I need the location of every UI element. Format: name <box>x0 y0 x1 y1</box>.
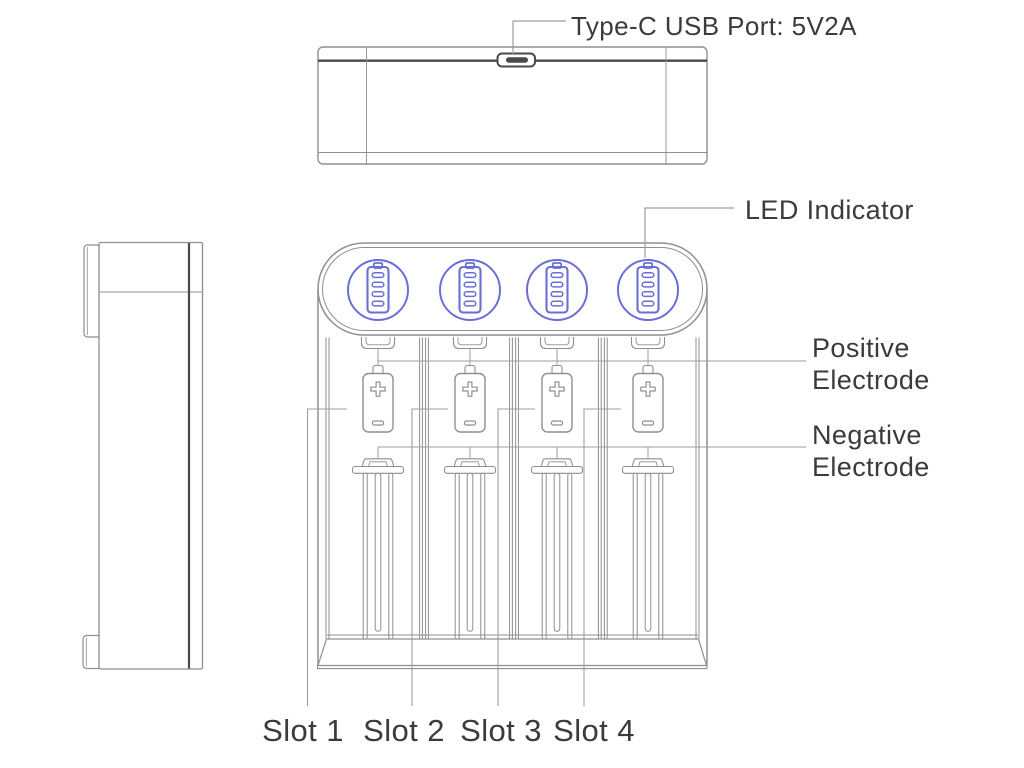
negative-electrode-label: Negative Electrode <box>812 420 930 483</box>
slot-2-label: Slot 2 <box>363 713 445 748</box>
usb-c-port-pin <box>506 57 528 63</box>
slot-1-callout-line <box>306 408 347 706</box>
side-view-bottom-rail-outline <box>82 634 102 670</box>
contact-bump-1 <box>360 336 396 350</box>
base-front <box>317 638 708 667</box>
positive-electrode-label: Positive Electrode <box>812 333 930 396</box>
positive-electrode-2 <box>454 364 486 433</box>
negative-electrode-label-line1: Negative <box>812 420 922 450</box>
negative-electrode-ticks <box>377 447 649 459</box>
slot-wall-right <box>695 337 700 639</box>
slot-4-callout-line <box>583 408 621 706</box>
callouts <box>306 20 806 706</box>
usb-port-label: Type-C USB Port: 5V2A <box>571 11 857 41</box>
positive-electrode-3 <box>541 364 573 433</box>
positive-electrode-label-line1: Positive <box>812 333 910 363</box>
slot-3-callout-line <box>497 408 535 706</box>
side-view-body <box>98 241 204 670</box>
usb-c-port-icon <box>496 52 536 68</box>
negative-electrode-label-line2: Electrode <box>812 451 930 482</box>
side-view <box>82 241 204 670</box>
usb-port-callout-line <box>512 20 566 54</box>
slot-4-label: Slot 4 <box>553 713 635 748</box>
slot-wall-left <box>325 337 330 639</box>
contact-bump-4 <box>630 336 666 350</box>
top-view <box>317 46 708 165</box>
led-indicator-callout-line <box>644 207 734 258</box>
led-panel-inner-line <box>322 247 703 331</box>
positive-electrode-ticks <box>377 348 649 366</box>
positive-electrode-4 <box>632 364 664 433</box>
positive-electrode-label-line2: Electrode <box>812 364 930 395</box>
slot-2-callout-line <box>411 408 448 706</box>
side-view-bottom-rail <box>82 634 102 670</box>
contact-bump-2 <box>452 336 488 350</box>
slot-1-label: Slot 1 <box>262 713 344 748</box>
contact-bump-3 <box>539 336 575 350</box>
positive-electrode-1 <box>362 364 394 433</box>
led-indicator-label: LED Indicator <box>745 195 914 225</box>
base-bottom-line <box>316 665 708 670</box>
slot-3-label: Slot 3 <box>460 713 542 748</box>
front-view <box>316 242 708 670</box>
